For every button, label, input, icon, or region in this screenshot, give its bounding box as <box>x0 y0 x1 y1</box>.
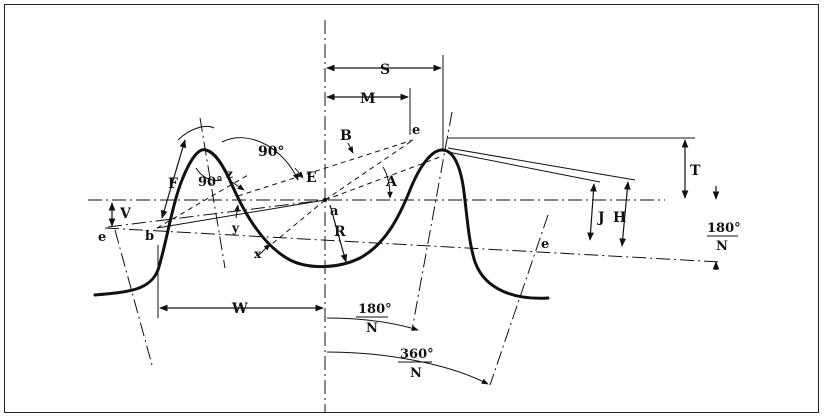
F-dimension <box>160 139 187 219</box>
x-pointer <box>261 243 271 253</box>
point-a-dot <box>322 197 328 203</box>
datum-line-left <box>107 199 326 228</box>
label-V: V <box>119 206 132 222</box>
label-z: z <box>226 167 233 181</box>
angle-90-inner-arc <box>195 167 223 181</box>
H-dimension <box>619 181 631 247</box>
label-J: J <box>596 210 605 226</box>
label-B: B <box>340 128 352 144</box>
line-a-to-x <box>254 199 326 259</box>
label-E: E <box>306 170 317 186</box>
left-outer-line <box>114 229 153 366</box>
left-tooth-arc <box>177 126 215 141</box>
label-A: A <box>385 174 398 190</box>
label-360N-num: 360° <box>400 347 434 362</box>
label-180N-bottom-num: 180° <box>358 302 392 317</box>
y-pointer <box>234 204 240 219</box>
label-y: y <box>231 221 240 235</box>
H-extension <box>447 147 636 181</box>
z-pointer <box>231 181 245 191</box>
angle-360N-arc <box>326 351 489 385</box>
figure-frame <box>4 4 819 413</box>
E-pointer <box>294 167 304 179</box>
label-b: b <box>145 229 154 244</box>
left-tooth-centerline <box>199 117 226 269</box>
line-E <box>237 139 414 197</box>
tooth-profile <box>93 148 550 300</box>
right-outer-line <box>489 214 549 386</box>
label-e-top: e <box>412 123 420 138</box>
J-dimension <box>587 183 597 241</box>
line-b-to-a <box>156 199 326 229</box>
label-F: F <box>168 176 178 192</box>
label-R: R <box>334 224 346 240</box>
label-W: W <box>231 301 248 317</box>
label-360N-den: N <box>410 366 422 381</box>
label-H: H <box>613 210 626 226</box>
label-T: T <box>690 163 701 179</box>
right-tooth-centerline <box>411 111 453 331</box>
label-a: a <box>330 204 339 219</box>
line-a-to-e <box>324 139 414 201</box>
label-180N-right-den: N <box>716 239 728 254</box>
label-180N-right-num: 180° <box>707 221 741 236</box>
label-90-inner: 90° <box>198 175 223 190</box>
B-pointer <box>347 142 354 154</box>
R-radius <box>329 204 348 263</box>
J-extension <box>447 151 601 183</box>
label-M: M <box>360 91 376 107</box>
label-e-right: e <box>541 237 549 252</box>
A-angle-arc <box>382 166 393 199</box>
label-e-left: e <box>98 230 106 245</box>
label-x: x <box>254 247 262 261</box>
datum-line <box>104 227 721 263</box>
line-a-to-top <box>324 156 441 201</box>
label-180N-bottom-den: N <box>366 321 378 336</box>
label-90-top: 90° <box>258 144 284 160</box>
label-S: S <box>380 62 390 78</box>
angle-180N-bottom-arc <box>326 317 419 331</box>
angle-90-top-arc <box>221 137 299 181</box>
